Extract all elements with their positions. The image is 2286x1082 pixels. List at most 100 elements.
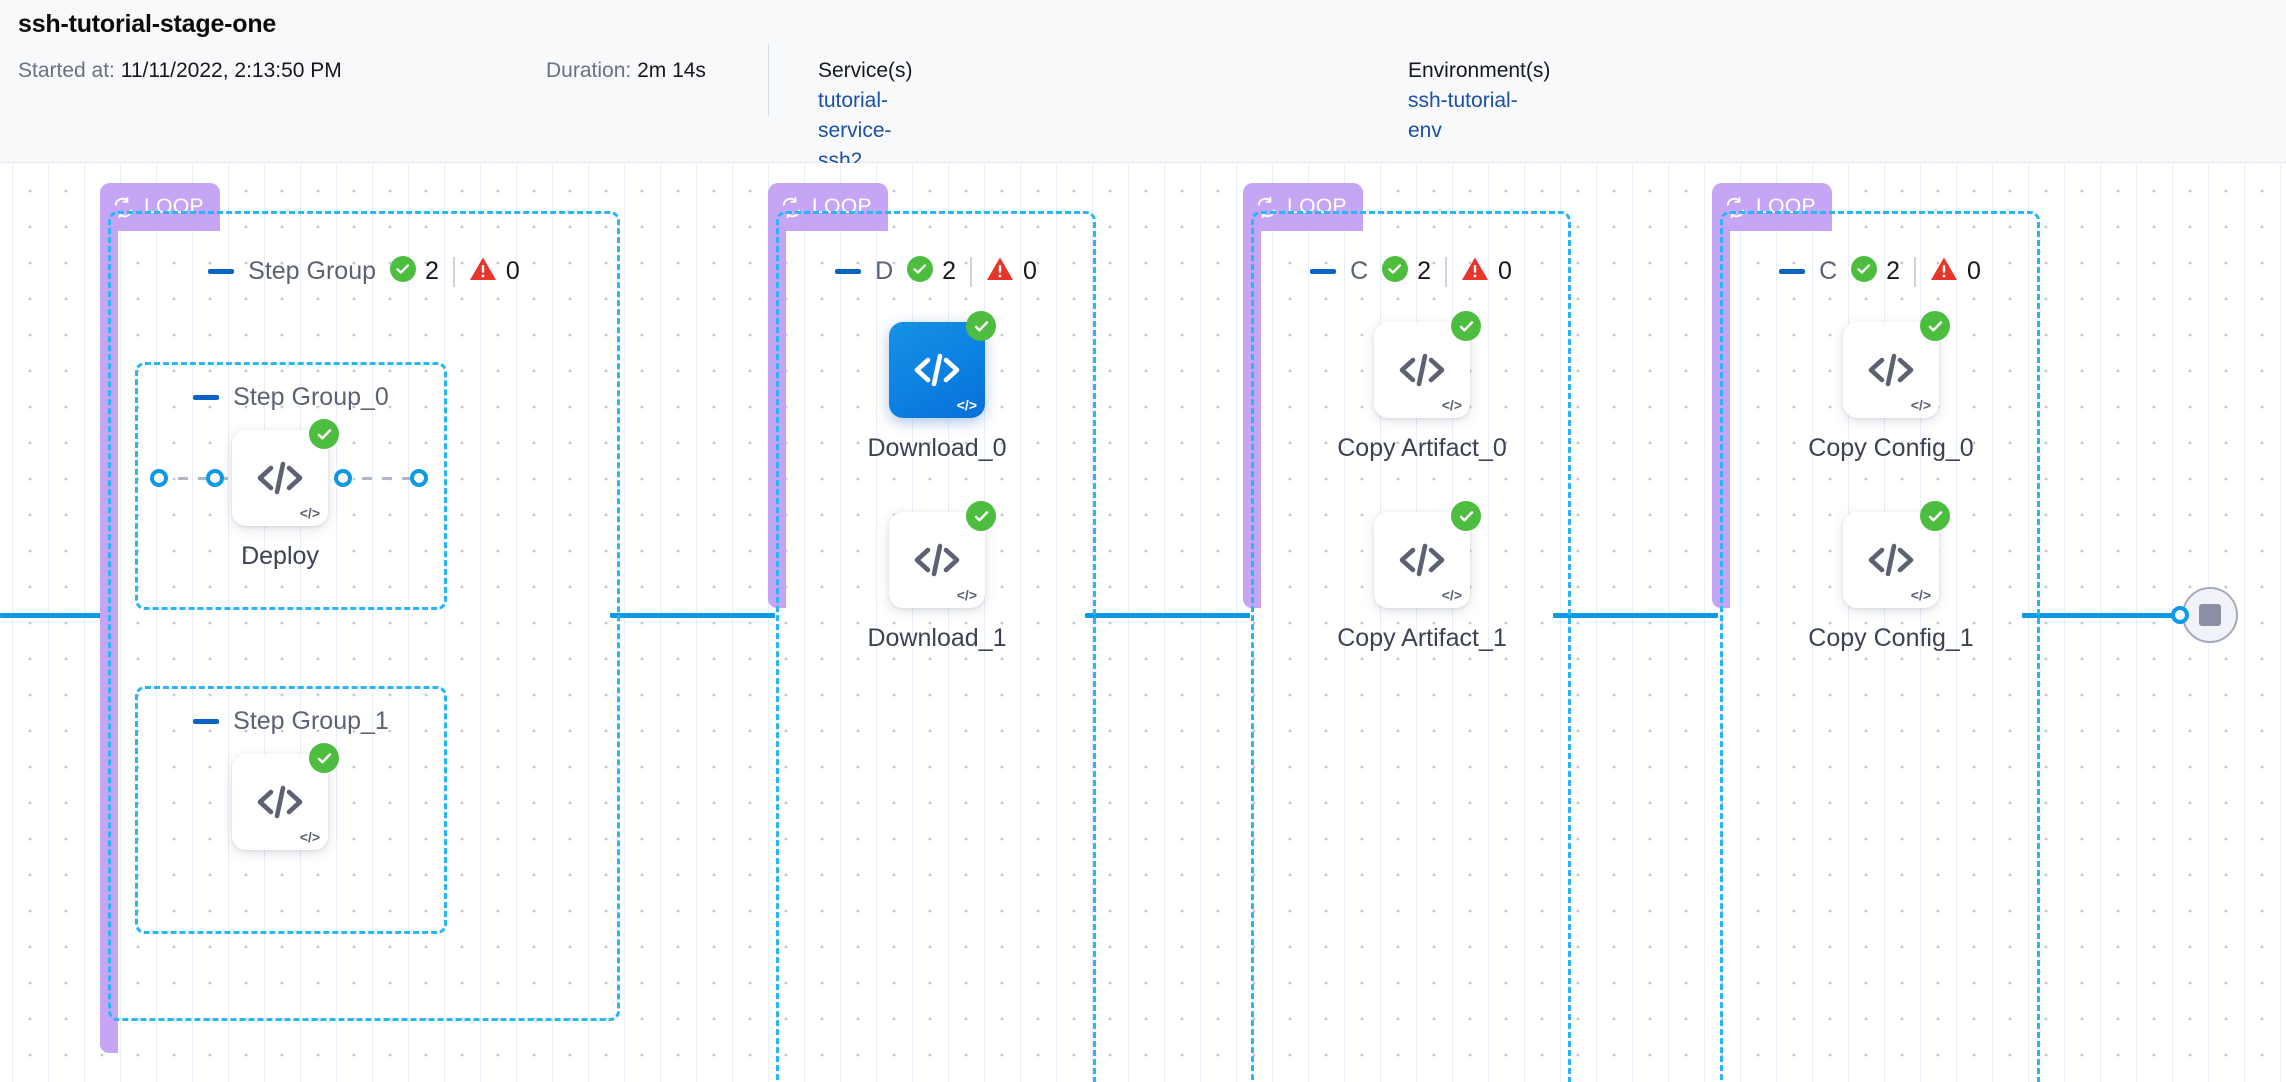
subgroup-header: Step Group_1	[138, 707, 444, 736]
collapse-toggle-icon[interactable]	[835, 269, 862, 274]
flow-line-seg-4	[2022, 613, 2182, 618]
subgroup-header: Step Group_0	[138, 383, 444, 412]
group-counts: 2 0	[1851, 256, 1981, 287]
services-label: Service(s)	[818, 59, 913, 82]
error-warning-icon	[469, 256, 497, 287]
subgroup-box-step-group-1[interactable]: Step Group_1 </>	[135, 686, 447, 934]
step-node-stepgroup1[interactable]: </>	[232, 743, 339, 850]
collapse-toggle-icon[interactable]	[193, 719, 220, 724]
node-card[interactable]: </>	[232, 743, 339, 850]
group-name: Step Group	[248, 257, 377, 285]
group-box-copy-config[interactable]: C 2 0	[1720, 211, 2040, 1082]
collapse-toggle-icon[interactable]	[1779, 269, 1806, 274]
error-warning-icon	[1461, 256, 1489, 287]
port-end-in[interactable]	[2171, 606, 2189, 624]
node-label: Download_1	[867, 624, 1007, 652]
count-divider	[452, 256, 455, 287]
success-count-group: 2	[1851, 256, 1900, 287]
success-check-icon	[907, 256, 934, 287]
pipeline-end-node[interactable]	[2171, 587, 2238, 643]
collapse-toggle-icon[interactable]	[1310, 269, 1337, 274]
step-node-download-0[interactable]: </> Download_0	[868, 311, 1007, 462]
status-badge	[1920, 501, 1950, 531]
subgroup-box-step-group-0[interactable]: Step Group_0 </>	[135, 362, 447, 610]
group-box-download[interactable]: D 2 0	[776, 211, 1096, 1082]
success-count-value: 2	[1417, 257, 1432, 285]
collapse-toggle-icon[interactable]	[208, 269, 235, 274]
step-node-copy-artifact-0[interactable]: </> Copy Artifact_0	[1337, 311, 1507, 462]
node-card[interactable]: </>	[232, 419, 339, 526]
status-badge	[1451, 311, 1481, 341]
environments-label: Environment(s)	[1408, 59, 1551, 82]
node-link-right	[342, 477, 422, 480]
header-divider	[768, 44, 769, 116]
group-counts: 2 0	[907, 256, 1037, 287]
group-counts: 2 0	[390, 256, 520, 287]
started-at-value: 11/11/2022, 2:13:50 PM	[120, 59, 342, 82]
status-badge	[966, 501, 996, 531]
group-name: C	[1819, 257, 1838, 285]
code-node-icon	[254, 456, 306, 500]
collapse-toggle-icon[interactable]	[193, 395, 220, 400]
group-name: C	[1350, 257, 1369, 285]
node-card[interactable]: </>	[889, 311, 996, 418]
error-count-value: 0	[505, 257, 520, 285]
error-count-group: 0	[469, 256, 520, 287]
node-card[interactable]: </>	[1374, 311, 1481, 418]
count-divider	[1914, 256, 1917, 287]
success-count-value: 2	[425, 257, 439, 285]
group-name: D	[875, 257, 894, 285]
loop-wrapper-1: LOOP	[100, 183, 630, 1053]
node-card[interactable]: </>	[1374, 501, 1481, 608]
code-node-icon	[911, 538, 963, 582]
step-node-copy-artifact-1[interactable]: </> Copy Artifact_1	[1337, 501, 1507, 652]
duration-block: Duration: 2m 14s	[546, 56, 706, 86]
success-count-group: 2	[390, 256, 439, 287]
environment-link[interactable]: ssh-tutorial-env	[1408, 89, 1518, 142]
duration-label: Duration:	[546, 59, 632, 82]
step-node-deploy[interactable]: </> Deploy	[232, 419, 339, 570]
execution-header: ssh-tutorial-stage-one Started at: 11/11…	[0, 0, 2286, 172]
services-block: Service(s) tutorial-service-ssh2	[818, 56, 913, 176]
status-badge	[1451, 501, 1481, 531]
end-circle[interactable]	[2182, 587, 2238, 643]
node-label: Download_0	[867, 434, 1007, 462]
group-counts: 2 0	[1382, 256, 1512, 287]
node-label: Deploy	[241, 542, 319, 570]
flow-line-seg-1	[610, 613, 775, 618]
code-node-icon	[1865, 538, 1917, 582]
node-type-icon: </>	[956, 587, 977, 603]
pipeline-canvas[interactable]: LOOP Step Group 2 0	[0, 163, 2286, 1082]
node-label: Copy Config_1	[1808, 624, 1974, 652]
port-group-out[interactable]	[410, 469, 428, 487]
step-node-copy-config-1[interactable]: </> Copy Config_1	[1808, 501, 1974, 652]
error-warning-icon	[986, 256, 1014, 287]
success-count-value: 2	[1886, 257, 1901, 285]
group-header: C 2 0	[1254, 256, 1568, 287]
flow-line-entry	[0, 613, 115, 618]
port-node-out[interactable]	[334, 469, 352, 487]
group-header: Step Group 2 0	[111, 256, 617, 287]
group-box-step-group[interactable]: Step Group 2 0	[108, 211, 620, 1021]
node-type-icon: </>	[299, 505, 320, 521]
duration-value: 2m 14s	[637, 59, 706, 82]
status-badge	[1920, 311, 1950, 341]
success-count-value: 2	[942, 257, 957, 285]
port-node-in[interactable]	[206, 469, 224, 487]
status-badge	[966, 311, 996, 341]
step-node-download-1[interactable]: </> Download_1	[868, 501, 1007, 652]
status-badge	[309, 743, 339, 773]
group-header: C 2 0	[1723, 256, 2037, 287]
step-node-copy-config-0[interactable]: </> Copy Config_0	[1808, 311, 1974, 462]
group-box-copy-artifact[interactable]: C 2 0	[1251, 211, 1571, 1082]
success-count-group: 2	[907, 256, 956, 287]
port-group-in[interactable]	[150, 469, 168, 487]
node-label: Copy Artifact_0	[1337, 434, 1507, 462]
node-card[interactable]: </>	[1843, 311, 1950, 418]
code-node-icon	[1396, 348, 1448, 392]
error-count-group: 0	[986, 256, 1037, 287]
node-card[interactable]: </>	[889, 501, 996, 608]
started-at-label: Started at:	[18, 59, 115, 82]
node-label: Copy Config_0	[1808, 434, 1974, 462]
node-card[interactable]: </>	[1843, 501, 1950, 608]
